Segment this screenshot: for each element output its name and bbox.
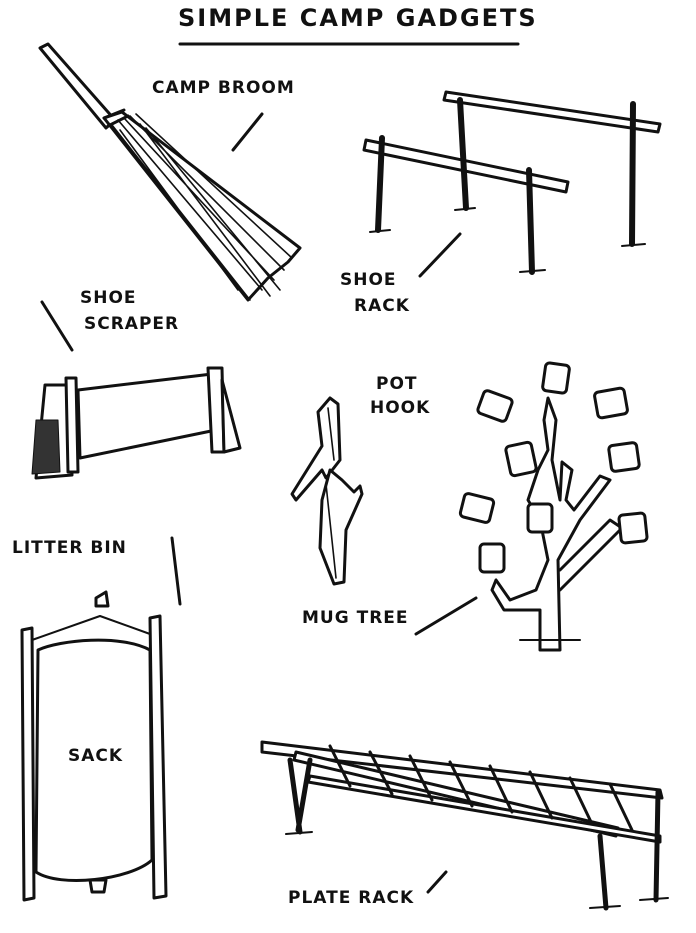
page-title: SIMPLE CAMP GADGETS: [178, 4, 538, 32]
mug-tree-pointer: [414, 596, 478, 636]
shoe-scraper-label-line2: SCRAPER: [84, 314, 180, 334]
shoe-scraper-drawing: [31, 300, 242, 480]
shoe-rack-drawing: [362, 90, 662, 278]
shoe-rack-pointer: [418, 232, 462, 278]
pot-hook-label-line2: HOOK: [370, 398, 431, 418]
sack-label: SACK: [68, 746, 124, 766]
litter-bin-label: LITTER BIN: [12, 538, 127, 558]
shoe-rack-label-line1: SHOE: [340, 270, 397, 290]
shoe-scraper-label-line1: SHOE: [80, 288, 137, 308]
mug-tree-drawing: [414, 361, 649, 652]
camp-broom-label: CAMP BROOM: [152, 78, 295, 98]
camp-broom-pointer: [231, 112, 264, 152]
mug-tree-label: MUG TREE: [302, 608, 409, 628]
camp-broom-drawing: [38, 42, 302, 302]
pot-hook-label-line1: POT: [376, 374, 418, 394]
pot-hook-drawing: [290, 396, 364, 586]
litter-bin-pointer: [170, 536, 182, 606]
plate-rack-label: PLATE RACK: [288, 888, 415, 908]
shoe-rack-label-line2: RACK: [354, 296, 410, 316]
litter-bin-drawing: [20, 536, 182, 902]
plate-rack-drawing: [260, 740, 669, 911]
shoe-scraper-pointer: [40, 300, 74, 352]
plate-rack-pointer: [426, 870, 448, 894]
